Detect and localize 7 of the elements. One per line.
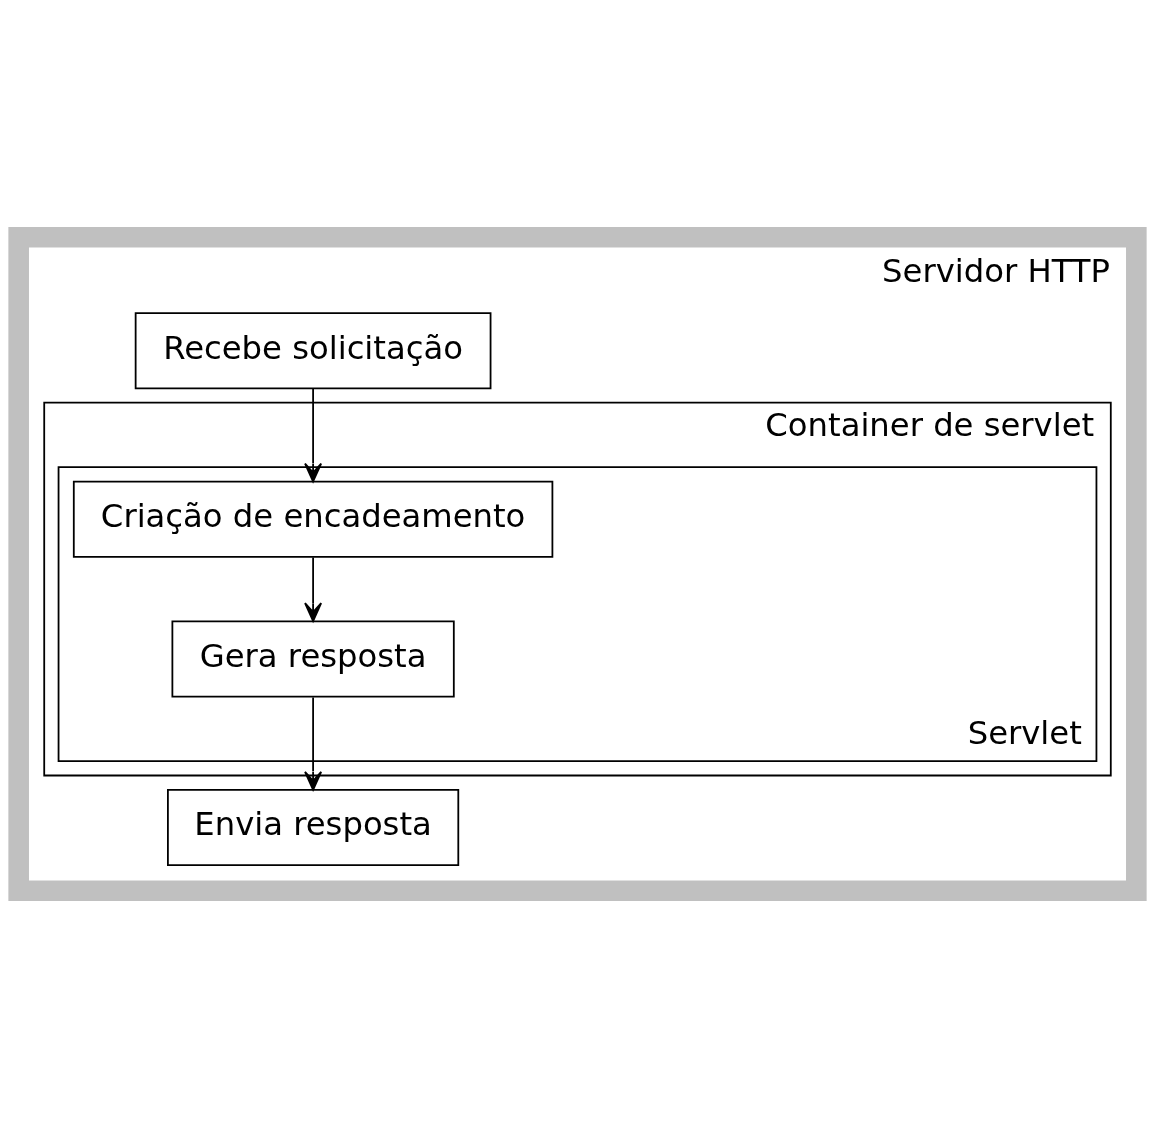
node-box: Envia resposta bbox=[167, 788, 460, 866]
arrow bbox=[304, 696, 323, 791]
node-box: Criação de encadeamento bbox=[72, 480, 554, 558]
arrow bbox=[304, 387, 323, 482]
node-box: Gera resposta bbox=[171, 619, 455, 698]
node-box: Recebe solicitação bbox=[134, 311, 492, 389]
arrow bbox=[304, 556, 323, 622]
